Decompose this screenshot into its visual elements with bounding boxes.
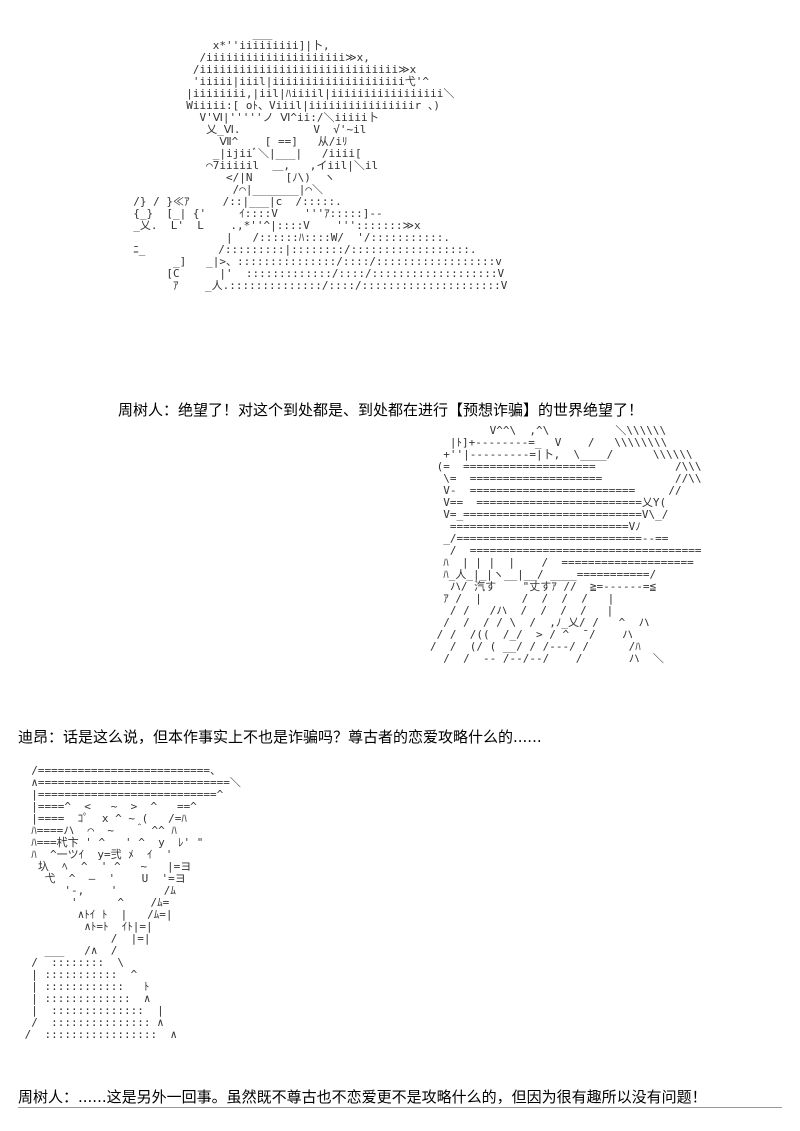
bottom-divider xyxy=(18,1107,782,1108)
dialogue-line-1: 周树人：绝望了！对这个到处都是、到处都在进行【预想诈骗】的世界绝望了！ xyxy=(118,401,644,419)
ascii-art-smiling-man: /==========================、 ∧==========… xyxy=(24,765,241,1041)
ascii-art-character-with-hat: V^^\ ,^\ ＼\\\\\\ |ﾄ]+--------=_ V / \\\\… xyxy=(430,425,702,665)
ascii-art-man-arms-raised: ___ x*''iiiiiiiii]|卜, /iiiiiiiiiiiiiiiii… xyxy=(133,28,508,292)
dialogue-line-3: 周树人：......这是另外一回事。虽然既不尊古也不恋爱更不是攻略什么的，但因为… xyxy=(18,1088,707,1106)
dialogue-line-2: 迪昂：话是这么说，但本作事实上不也是诈骗吗？尊古者的恋爱攻略什么的...... xyxy=(18,728,542,746)
